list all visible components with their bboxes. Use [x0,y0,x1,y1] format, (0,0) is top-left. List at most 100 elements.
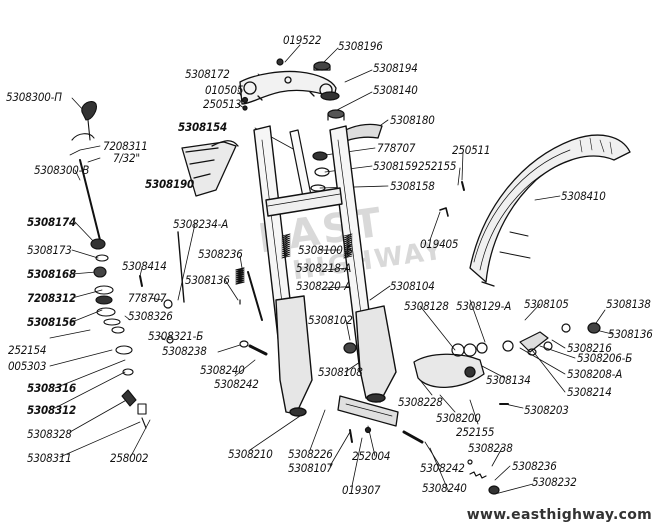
part-label: 010505 [205,83,244,97]
part-label: 5308312 [27,403,76,417]
part-label: 252154 [8,343,47,357]
part-label: 5308128 [404,299,449,313]
part-label: 5308228 [398,395,443,409]
part-label: 5308104 [390,279,435,293]
part-label: 252155 [456,425,495,439]
part-label: 019405 [420,237,459,251]
part-label: 5308236 [198,247,243,261]
washer-010505 [241,96,249,104]
lever-5308208a [519,331,553,353]
cup-5308140 [327,109,345,121]
part-label: 5308226 [288,447,333,461]
right-upper-cover-5308180 [341,123,383,143]
part-label: 250511 [452,143,491,157]
part-label: 5308240 [200,363,245,377]
part-label: 778707 [128,291,167,305]
part-label: 5308300-В [34,163,90,177]
washer-5308158 [310,184,326,192]
part-label: 5308136 [608,327,653,341]
bolt-5308107 [349,429,353,443]
part-label: 778707 [377,141,416,155]
part-label: 5308154 [178,120,227,134]
crossbar-5308100b [265,187,343,217]
part-label: 5308105 [524,297,569,311]
left-fork-tube [253,125,313,417]
left-upper-cover-5308190 [181,140,239,197]
washer-5308159 [314,167,330,177]
pin-5308414 [139,275,143,287]
part-label: 5308136 [185,273,230,287]
part-label: 5308159 [373,159,418,173]
spring-5308236b [469,471,487,479]
bracket-5308228 [413,353,485,389]
website-watermark: www.easthighway.com [466,507,652,523]
part-label: 5308196 [338,39,383,53]
part-label: 5308216 [567,341,612,355]
part-label: 7208311 [103,139,148,153]
part-label: 005303 [8,359,47,373]
part-label: 252004 [352,449,391,463]
rebound-spring-5308236 [235,267,245,305]
part-label: 5308218-А [296,261,352,275]
bolt-019405 [439,207,449,217]
washer-5308134 [502,340,514,352]
part-label: 5308172 [185,67,230,81]
part-label: 5308129-А [456,299,512,313]
part-label: 252155 [418,159,457,173]
part-label: 5308134 [486,373,531,387]
part-label: 5308242 [420,461,465,475]
part-label: 5308220-А [296,279,352,293]
damper-rod [79,159,101,241]
fork-springs [281,233,353,259]
part-label: 5308326 [128,309,173,323]
part-label: 5308214 [567,385,612,399]
part-label: 5308238 [162,344,207,358]
part-label: 5308158 [390,179,435,193]
bolt-252155 [461,181,465,191]
washer-252004 [364,426,372,434]
top-clamp [239,70,337,105]
part-label: 5308168 [27,267,76,281]
part-label: 5308156 [27,315,76,329]
part-label: 5308208-А [567,367,623,381]
part-label: 5308100 Б [298,243,353,257]
part-label: 5308108 [318,365,363,379]
dust-seal-5308102 [343,342,357,354]
part-label: 5308138 [606,297,651,311]
front-mudguard-5308410 [469,134,631,287]
part-label: 5308180 [390,113,435,127]
part-label: 5308174 [27,215,76,229]
part-label: 7/32" [113,151,140,165]
part-label: 5308410 [561,189,606,203]
part-label: 5308102 [308,313,353,327]
part-label: 258002 [110,451,149,465]
part-label: 019307 [342,483,381,497]
cap-bolt-019522 [276,58,284,66]
part-label: 5308321-Б [148,329,204,343]
damper-knob-5308300 [71,101,97,141]
rod-5308136 [247,271,263,321]
nut-5308232 [488,485,500,495]
part-label: 5308234-А [173,217,229,231]
part-label: 5308190 [145,177,194,191]
right-fork-tube [329,125,397,403]
part-label: 5308210 [228,447,273,461]
damper-rod-5308234a [177,231,185,303]
washer-5308216 [561,323,571,333]
part-label: 5308300-П [6,90,62,104]
part-label: 5308140 [373,83,418,97]
axle-clamp-5308226 [337,395,399,427]
part-label: 5308194 [373,61,418,75]
part-label: 5308107 [288,461,333,475]
part-label: 5308242 [214,377,259,391]
washer-250513 [242,105,248,111]
washer-5308238b [467,459,473,465]
washer-5308326 [163,299,173,309]
part-label: 5308232 [532,475,577,489]
leader-lines [49,44,613,495]
washer-5308240 [239,340,249,348]
nut-5308138 [587,322,601,334]
nut-5308194 [320,91,340,101]
center-tube-5308154 [289,129,313,203]
